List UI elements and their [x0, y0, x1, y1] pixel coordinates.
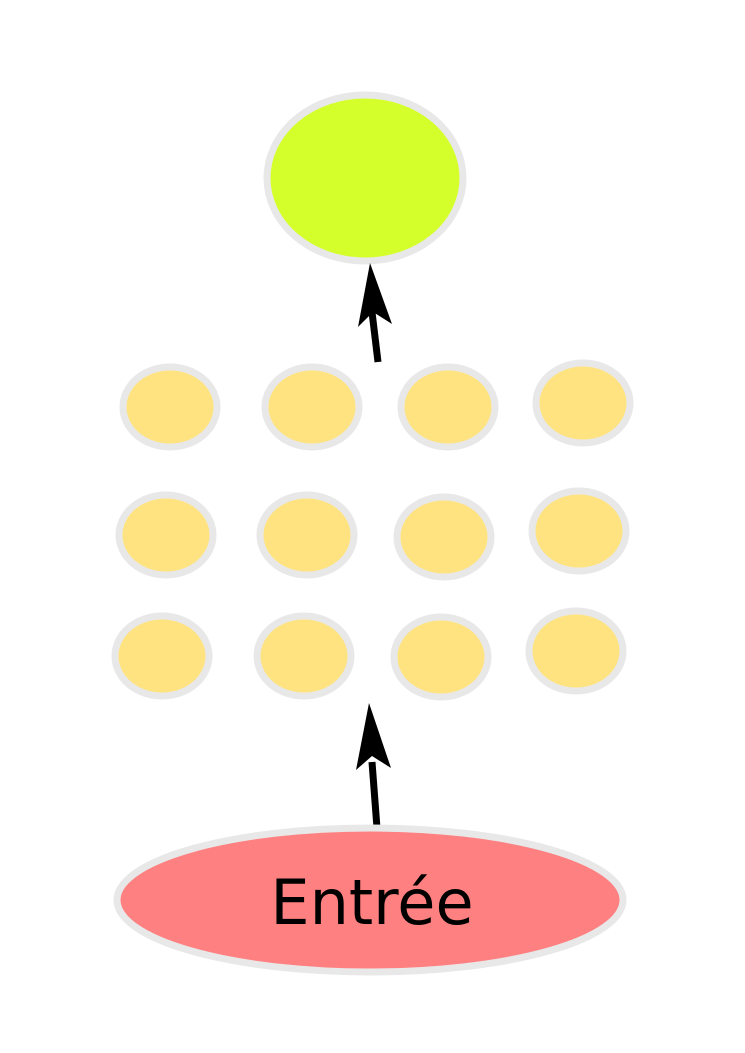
output-node — [263, 91, 467, 265]
arrow-hidden-to-output — [358, 263, 392, 363]
hidden-node — [261, 363, 363, 451]
hidden-node — [397, 363, 499, 451]
hidden-node — [393, 493, 495, 581]
input-node: Entrée — [113, 824, 627, 976]
hidden-layer — [111, 359, 634, 701]
hidden-node — [253, 612, 355, 700]
hidden-node — [528, 487, 630, 575]
hidden-node — [119, 363, 221, 451]
hidden-node — [525, 607, 627, 695]
input-node-label: Entrée — [270, 866, 473, 939]
arrow-input-to-hidden — [356, 703, 391, 829]
hidden-node — [532, 359, 634, 447]
hidden-node — [111, 612, 213, 700]
hidden-node — [390, 613, 492, 701]
hidden-node — [115, 491, 217, 579]
hidden-node — [256, 491, 358, 579]
